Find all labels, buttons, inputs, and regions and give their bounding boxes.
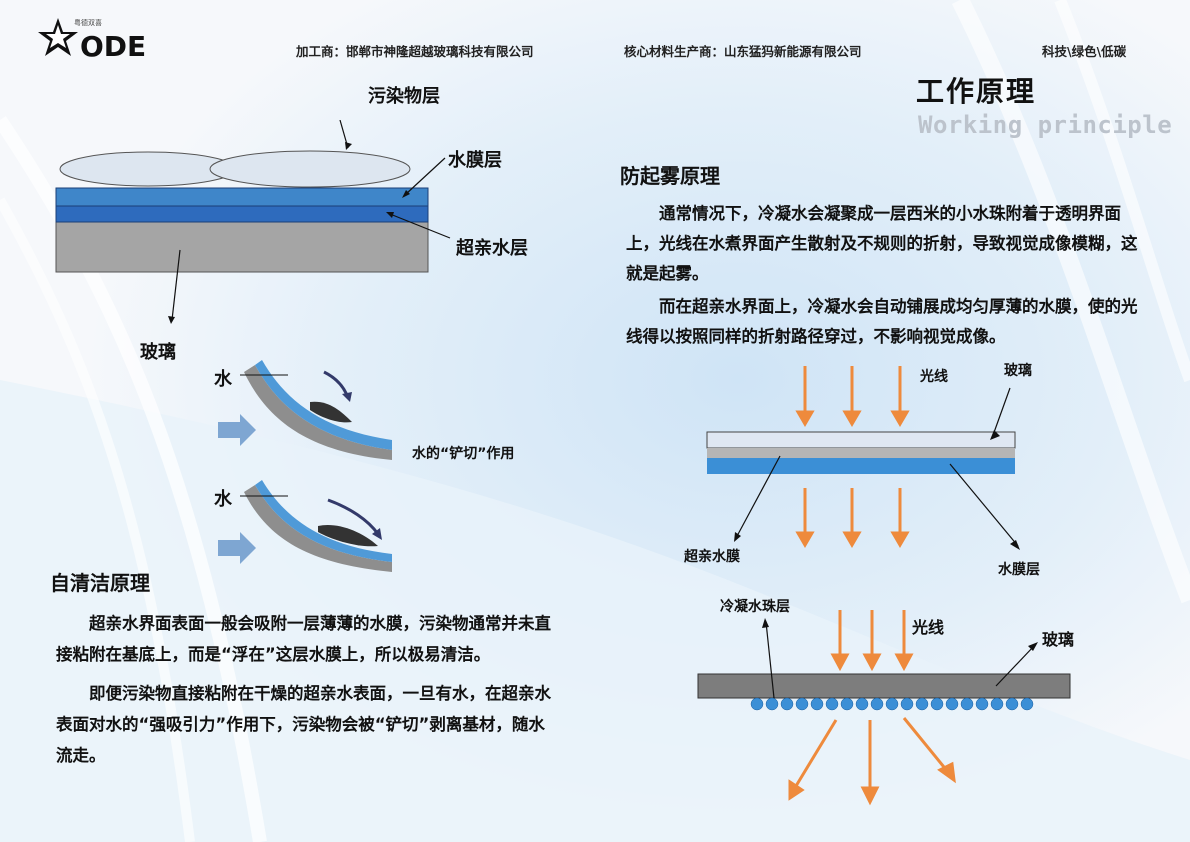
label-pollutant: 污染物层 (368, 86, 440, 107)
fog-top-film-label: 超亲水膜 (684, 549, 740, 565)
dirt-2 (318, 524, 378, 547)
fog-top-water-label: 水膜层 (998, 562, 1040, 578)
shovel-caption: 水的“铲切”作用 (412, 446, 515, 462)
dirt-1 (310, 401, 352, 423)
label-water-1: 水 (214, 369, 232, 390)
glass-pointer (171, 249, 181, 321)
push-arrow-2 (218, 532, 256, 564)
label-water-2: 水 (214, 489, 232, 510)
self-clean-title: 自清洁原理 (50, 571, 150, 595)
slogan-text: 科技\绿色\低碳 (1042, 44, 1127, 59)
curved-glass-2 (244, 485, 392, 572)
water-film-layer (55, 187, 429, 207)
super-hydrophilic-pointer (389, 213, 451, 239)
anti-fog-title: 防起雾原理 (620, 164, 720, 188)
fog-top-glass-label: 玻璃 (1004, 363, 1032, 379)
logo-subtitle: 粤德双喜 (74, 19, 102, 27)
page-title-en: Working principle (918, 111, 1173, 139)
label-water-film: 水膜层 (448, 150, 502, 171)
page-title: 工作原理 (916, 75, 1037, 108)
brand-logo: ODE (38, 18, 146, 63)
fog-bottom-droplet-label: 冷凝水珠层 (720, 599, 790, 615)
self-clean-body: 超亲水界面表面一般会吸附一层薄薄的水膜，污染物通常并未直接粘附在基底上，而是“浮… (56, 608, 556, 771)
super-hydrophilic-layer (55, 205, 429, 223)
fog-glass-bottom (697, 673, 1071, 699)
fog-bottom-glass-label: 玻璃 (1042, 630, 1075, 649)
shovel-diagram (218, 360, 392, 572)
water-film-pointer (405, 157, 446, 195)
anti-fog-body: 通常情况下，冷凝水会凝聚成一层西米的小水珠附着于透明界面上，光线在水煮界面产生散… (626, 199, 1146, 352)
fog-glass-top (706, 431, 1016, 449)
fog-water-layer (707, 458, 1015, 474)
self-clean-paragraph-1: 超亲水界面表面一般会吸附一层薄薄的水膜，污染物通常并未直接粘附在基底上，而是“浮… (56, 614, 551, 664)
push-arrow-1 (218, 414, 256, 446)
material-maker-text: 核心材料生产商：山东猛犸新能源有限公司 (624, 44, 862, 59)
fog-diagram-top (706, 366, 1020, 550)
fog-diagram-bottom (697, 610, 1071, 806)
pollutant-blob-2 (209, 150, 411, 188)
fog-top-light-label: 光线 (920, 369, 948, 385)
self-clean-paragraph-2: 即便污染物直接粘附在干燥的超亲水表面，一旦有水，在超亲水表面对水的“强吸引力”作… (56, 684, 551, 765)
droplet-row (750, 697, 1034, 711)
glass-layer (55, 221, 429, 273)
anti-fog-paragraph-2: 而在超亲水界面上，冷凝水会自动铺展成均匀厚薄的水膜，使的光线得以按照同样的折射路… (626, 297, 1138, 346)
anti-fog-paragraph-1: 通常情况下，冷凝水会凝聚成一层西米的小水珠附着于透明界面上，光线在水煮界面产生散… (626, 204, 1138, 283)
label-super-hydrophilic: 超亲水层 (456, 238, 528, 259)
fog-gray-layer (707, 448, 1015, 458)
curved-water-1 (255, 360, 392, 450)
layer-diagram (55, 120, 451, 324)
processor-text: 加工商：邯郸市神隆超越玻璃科技有限公司 (296, 44, 534, 59)
fog-bottom-light-label: 光线 (912, 618, 945, 637)
label-glass: 玻璃 (140, 342, 176, 363)
curved-water-2 (255, 480, 392, 562)
logo-letters: ODE (80, 30, 146, 63)
